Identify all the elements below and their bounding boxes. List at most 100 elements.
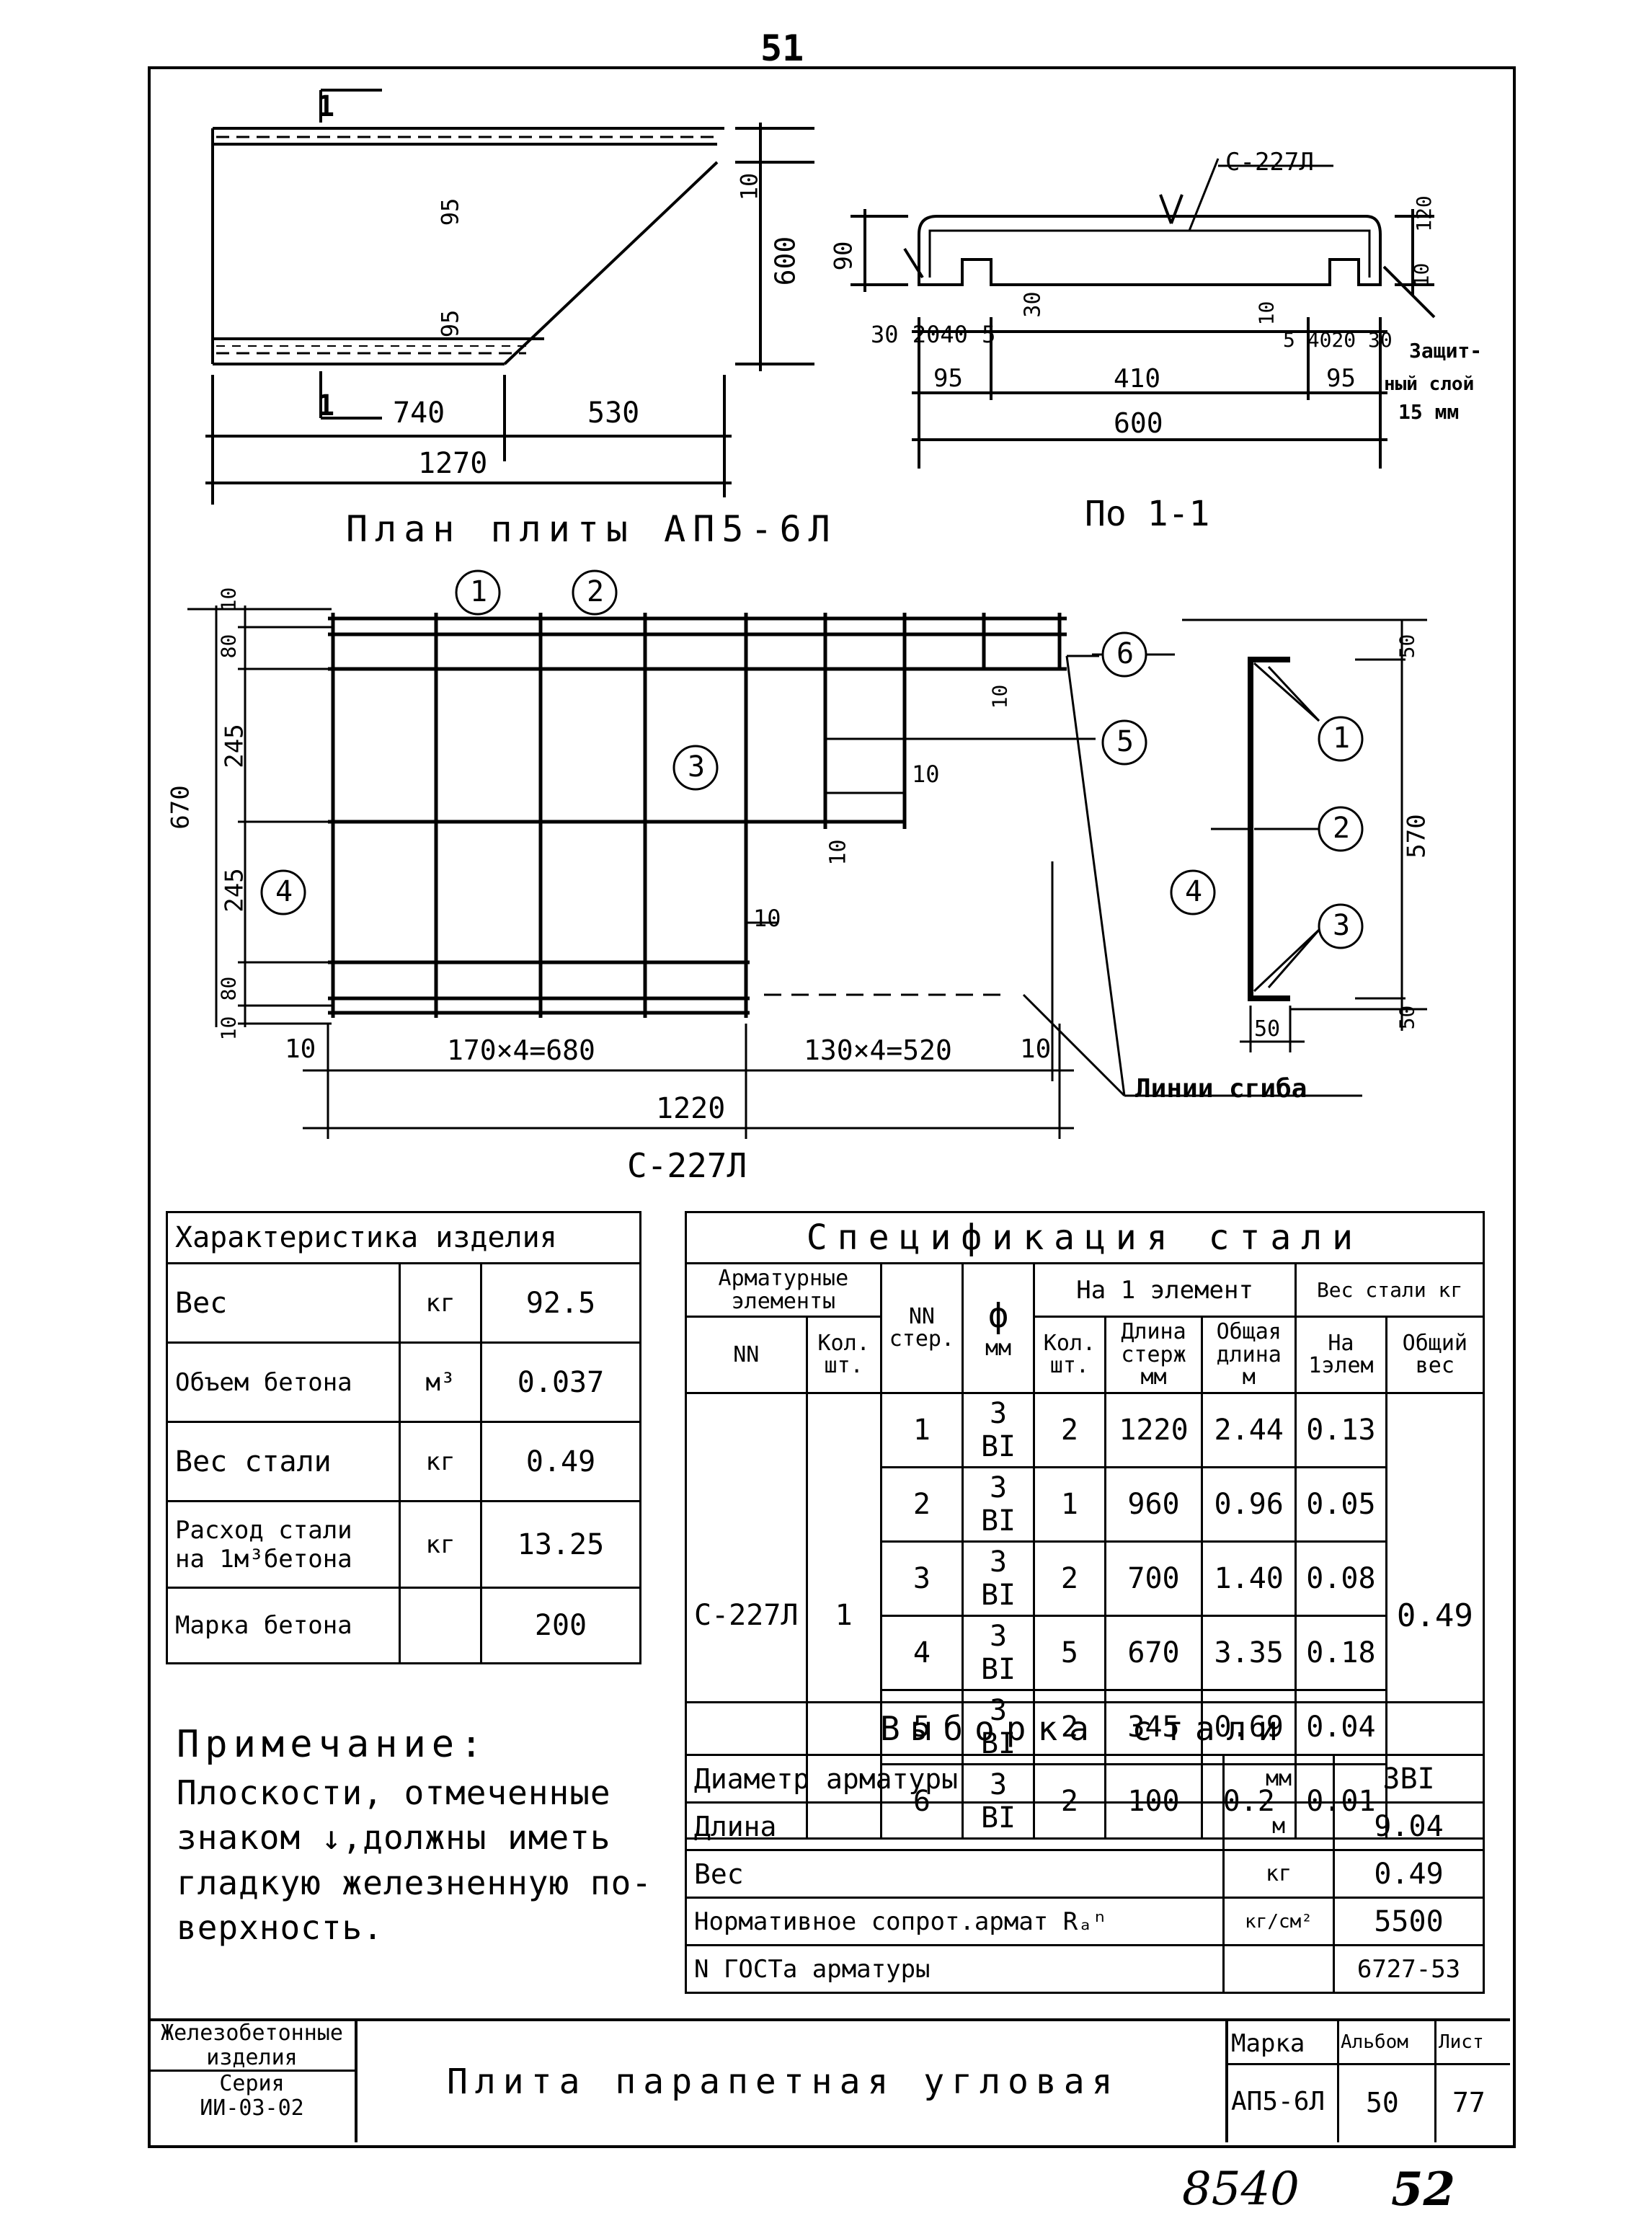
char-name: Вес — [166, 1262, 401, 1344]
spec-len: 960 — [1103, 1465, 1204, 1543]
drawings — [187, 89, 1436, 1139]
spec-k: 1 — [1033, 1465, 1106, 1543]
sel-name: Длина — [685, 1801, 1225, 1851]
char-unit: м³ — [399, 1341, 482, 1423]
spec-k: 2 — [1033, 1391, 1106, 1468]
mesh-dim-80-top: 80 — [216, 634, 241, 659]
profile-callout-2: 2 — [1333, 812, 1351, 845]
section-dim-left-row: 30 2040 5 — [871, 321, 996, 348]
section-dim-95-right: 95 — [1326, 364, 1356, 393]
char-name: Марка бетона — [166, 1587, 401, 1664]
section-dim-410: 410 — [1114, 364, 1161, 394]
grid-line — [1225, 2063, 1510, 2065]
spec-k: 2 — [1033, 1540, 1106, 1617]
mesh-bottom-10-left: 10 — [285, 1034, 316, 1064]
char-value: 13.25 — [480, 1500, 641, 1589]
char-unit: кг — [399, 1500, 482, 1589]
handwritten-number: 8540 — [1182, 2163, 1300, 2216]
callout-6: 6 — [1116, 637, 1134, 670]
mark-value: АП5-6Л — [1231, 2087, 1325, 2116]
section-mesh-label: С-227Л — [1225, 148, 1314, 177]
spec-d: 3 ВI — [962, 1540, 1036, 1617]
spec-h-per-1: На 1элем — [1294, 1316, 1387, 1394]
callout-1: 1 — [470, 575, 488, 608]
spec-h-kol-sht: Кол. шт. — [1033, 1316, 1106, 1394]
sel-value: 5500 — [1333, 1897, 1485, 1946]
char-value: 0.037 — [480, 1341, 641, 1423]
mesh-dim-10-a: 10 — [987, 684, 1012, 709]
category-line-1: Железобетонные — [161, 2021, 343, 2046]
mesh-bottom-span-2: 130×4=520 — [804, 1034, 952, 1066]
spec-h-kol: Кол. шт. — [805, 1316, 882, 1394]
callout-4: 4 — [275, 875, 293, 908]
profile-dim-570: 570 — [1402, 814, 1431, 859]
spec-h-elements: Арматурные элементы — [685, 1262, 882, 1318]
h-sheet: Лист — [1439, 2031, 1484, 2053]
profile-callout-3: 3 — [1333, 909, 1351, 942]
sel-unit: кг/см² — [1222, 1897, 1335, 1946]
section-dim-90: 90 — [829, 241, 858, 271]
h-album: Альбом — [1341, 2031, 1408, 2053]
section-dim-right-row: 5 4020 30 — [1283, 328, 1393, 352]
characteristics-table: Характеристика изделия Вес кг 92.5 Объем… — [166, 1211, 641, 1664]
profile-dim-50-bottom: 50 — [1395, 1005, 1419, 1030]
mesh-title: С-227Л — [627, 1146, 747, 1185]
spec-tot: 0.96 — [1201, 1465, 1297, 1543]
spec-h-total-weight: Общий вес — [1385, 1316, 1486, 1394]
cover-note-1: Защит- — [1409, 339, 1483, 363]
album-value: 50 — [1366, 2087, 1399, 2119]
plan-title: План плиты АП5-6Л — [346, 508, 838, 550]
section-view — [851, 158, 1436, 469]
series-label: Серия — [149, 2070, 355, 2096]
phi-symbol: ϕ — [987, 1295, 1009, 1336]
char-name: Объем бетона — [166, 1341, 401, 1423]
spec-h-phi: ϕ мм — [962, 1262, 1036, 1394]
note-title: Примечание: — [177, 1723, 489, 1766]
spec-tot: 2.44 — [1201, 1391, 1297, 1468]
note-line: гладкую железненную по- — [177, 1863, 652, 1902]
spec-n: 4 — [879, 1614, 964, 1691]
spec-h-length: Длина стерж мм — [1103, 1316, 1204, 1394]
mesh-dim-670: 670 — [166, 785, 195, 830]
sheet-value: 77 — [1452, 2087, 1486, 2119]
plan-dim-95-top: 95 — [436, 198, 464, 226]
note-line: верхность. — [177, 1908, 383, 1948]
spec-h-nn: NN — [685, 1316, 808, 1394]
product-name: Плита парапетная угловая — [447, 2062, 1120, 2102]
bend-lines-label: Линии сгиба — [1135, 1074, 1307, 1104]
title-block-category: Железобетонные изделия Серия ИИ-03-02 — [149, 2021, 358, 2142]
profile-callout-1: 1 — [1333, 722, 1351, 755]
mesh-dim-1220: 1220 — [656, 1092, 726, 1125]
steel-selection-table: Выборка стали Диаметр арматуры мм 3ВI Дл… — [685, 1701, 1485, 1994]
section-title: По 1-1 — [1085, 494, 1210, 534]
sel-value: 6727-53 — [1333, 1944, 1485, 1994]
plan-dim-530: 530 — [587, 396, 640, 430]
spec-h-steel-weight: Вес стали кг — [1294, 1262, 1485, 1318]
footer-number: 52 — [1391, 2163, 1456, 2217]
sel-name: Нормативное сопрот.армат Rₐⁿ — [685, 1897, 1225, 1946]
note-line: знаком ↓,должны иметь — [177, 1818, 611, 1858]
spec-n: 3 — [879, 1540, 964, 1617]
plan-view — [205, 89, 814, 505]
spec-w: 0.05 — [1294, 1465, 1387, 1543]
profile-dim-50-width: 50 — [1254, 1016, 1281, 1042]
page-number: 51 — [760, 27, 804, 69]
mesh-dim-10-bottom: 10 — [216, 1016, 241, 1041]
spec-d: 3 ВI — [962, 1391, 1036, 1468]
section-dim-120: 120 — [1411, 195, 1436, 232]
callout-3: 3 — [688, 750, 706, 784]
spec-n: 1 — [879, 1391, 964, 1468]
char-unit: кг — [399, 1421, 482, 1502]
category-line-2: изделия — [206, 2044, 298, 2070]
sel-name: Вес — [685, 1849, 1225, 1899]
char-name: Расход стали на 1м³бетона — [166, 1500, 401, 1589]
mesh-dim-10-b: 10 — [912, 760, 940, 788]
mesh-bottom-span-1: 170×4=680 — [447, 1034, 595, 1066]
plan-dim-1270: 1270 — [418, 447, 488, 480]
mesh-view — [187, 606, 1362, 1139]
drawing-frame — [148, 66, 1516, 2148]
mesh-bottom-10-right: 10 — [1020, 1034, 1052, 1064]
grid-line — [1434, 2021, 1436, 2142]
spec-d: 3 ВI — [962, 1614, 1036, 1691]
spec-len: 670 — [1103, 1614, 1204, 1691]
